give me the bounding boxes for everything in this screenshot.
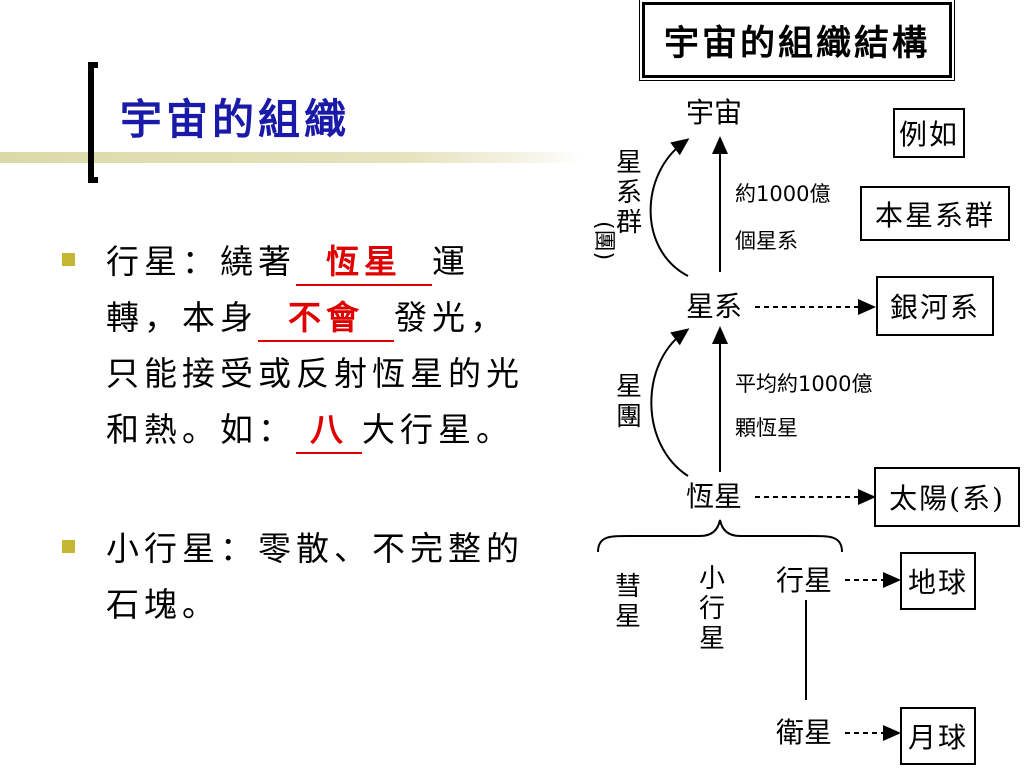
blank-answer-no-light: 不會 [258, 296, 394, 342]
node-planet: 行星 [776, 564, 833, 597]
example-earth-box: 地球 [900, 552, 976, 610]
title-bracket [88, 62, 98, 183]
bullet-text: 發光，只能接受或反射恆星的光和熱。如： [106, 298, 524, 449]
note-stars-count: 平均約1000億 [735, 372, 873, 396]
blank-answer-star: 恆星 [296, 240, 432, 286]
example-sun-box: 太陽(系) [874, 467, 1020, 527]
title-underline-bar [0, 152, 580, 163]
node-universe: 宇宙 [686, 96, 743, 129]
label-star-cluster: 星團 [615, 372, 642, 432]
blank-answer-eight: 八 [296, 408, 362, 454]
diagram-title: 宇宙的組織結構 [642, 2, 952, 78]
slide-title: 宇宙的組織 [120, 95, 351, 144]
example-moon-box: 月球 [900, 707, 976, 765]
node-comet: 彗星 [614, 572, 641, 632]
example-header-box: 例如 [893, 108, 965, 158]
bullet-text: 小行星：零散、不完整的石塊。 [106, 529, 524, 624]
bullet-text: 行星：繞著 [106, 242, 296, 281]
node-galaxy: 星系 [686, 290, 743, 323]
note-galaxies-count: 約1000億 [735, 182, 831, 206]
star-brace [597, 519, 843, 553]
label-group-paren: (團) [591, 221, 616, 261]
note-stars-unit: 顆恆星 [735, 416, 798, 440]
node-asteroid: 小行星 [698, 564, 725, 654]
label-galaxy-cluster: 星系群 [615, 148, 642, 238]
bullet-marker [62, 540, 75, 553]
bullet-asteroid: 小行星：零散、不完整的石塊。 [106, 521, 536, 633]
bullet-text: 大行星。 [362, 410, 514, 449]
curve-galaxy-cluster [649, 138, 690, 277]
bullet-text: 運轉，本身 [106, 242, 470, 337]
note-galaxies-unit: 個星系 [735, 229, 798, 253]
curve-star-cluster [650, 328, 690, 477]
bullet-planet: 行星：繞著恆星運轉，本身不會發光，只能接受或反射恆星的光和熱。如：八大行星。 [106, 234, 536, 458]
bullet-marker [62, 253, 75, 266]
node-satellite: 衛星 [776, 716, 833, 749]
example-local-group-box: 本星系群 [860, 186, 1010, 241]
node-star: 恆星 [686, 480, 743, 513]
example-milky-way-box: 銀河系 [876, 276, 994, 336]
